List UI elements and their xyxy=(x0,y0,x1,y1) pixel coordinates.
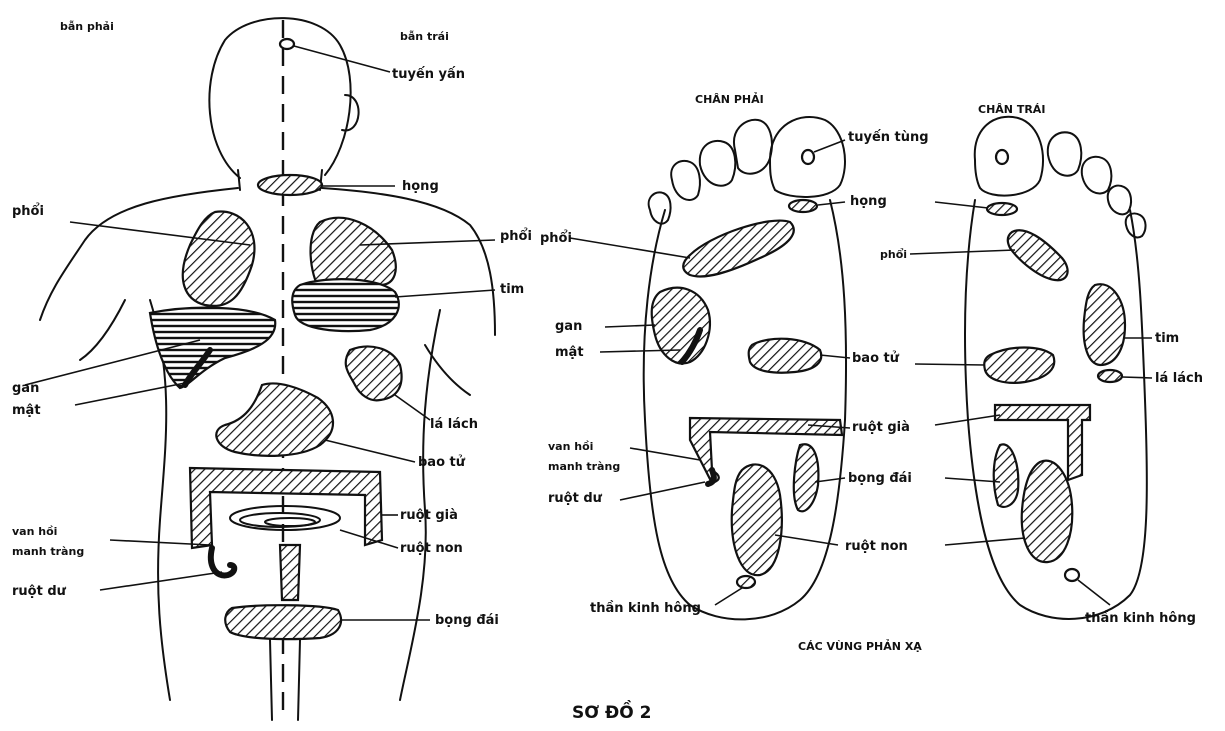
throat-region xyxy=(258,175,322,195)
label-ileocecal-1: van hồi xyxy=(12,525,57,538)
label-ileocecal-2: manh tràng xyxy=(12,545,84,558)
lung-leader-left xyxy=(910,250,1015,254)
label-feet-small-intestine: ruột non xyxy=(845,539,908,554)
stomach-leader xyxy=(325,440,415,462)
stomach-leader-left xyxy=(915,364,985,365)
label-feet-stomach: bao tử xyxy=(852,351,900,366)
right-lung-region xyxy=(683,221,794,277)
left-bladder-region xyxy=(994,444,1019,507)
label-liver: gan xyxy=(12,381,39,396)
left-spleen-region xyxy=(1098,370,1122,382)
label-feet-lung-left: phổi xyxy=(880,248,907,261)
label-side-left: bẫn trái xyxy=(400,30,449,43)
label-feet-liver: gan xyxy=(555,319,582,334)
heart-region xyxy=(292,279,399,331)
appendix-mark xyxy=(211,548,234,575)
ileocecal-leader-feet xyxy=(630,448,700,460)
label-gallbladder: mật xyxy=(12,403,41,418)
label-bladder: bọng đái xyxy=(435,613,499,628)
lung-leader-right xyxy=(570,238,690,258)
label-appendix: ruột dư xyxy=(12,584,67,599)
label-feet-bladder: bọng đái xyxy=(848,471,912,486)
figure-title: SƠ ĐỒ 2 xyxy=(572,699,651,723)
sciatic-leader-right xyxy=(715,588,742,605)
arm-left-inner xyxy=(80,300,125,360)
label-feet-throat: họng xyxy=(850,194,887,209)
sciatic-leader-left xyxy=(1078,580,1110,605)
body-figure: bẫn phải bẫn trái tuyến yấn họng phổi ph… xyxy=(12,18,532,720)
label-feet-ileocecal-2: manh tràng xyxy=(548,460,620,473)
small-intestine-coils xyxy=(230,506,340,530)
left-foot-toes xyxy=(975,117,1146,238)
legs-outline xyxy=(270,640,300,720)
right-throat-region xyxy=(789,200,817,212)
label-feet-caption: CÁC VÙNG PHẢN XẠ xyxy=(798,639,922,653)
label-feet-large-intestine: ruột già xyxy=(852,420,910,435)
lung-left-region xyxy=(183,212,255,306)
label-feet-sciatic-right: thần kinh hông xyxy=(590,601,701,616)
gallbladder-leader xyxy=(75,382,190,405)
stomach-region xyxy=(216,383,333,455)
label-feet-gallbladder: mật xyxy=(555,345,584,360)
bladder-region xyxy=(225,605,341,639)
right-liver-region xyxy=(652,288,710,364)
label-feet-pineal: tuyến tùng xyxy=(848,130,929,145)
label-side-right: bẫn phải xyxy=(60,20,114,33)
feet-figure: CHÂN PHẢI CHÂN TRÁI tuyến tùng họng phổi… xyxy=(540,92,1203,653)
left-heart-region xyxy=(1084,284,1125,365)
label-large-intestine: ruột già xyxy=(400,508,458,523)
label-feet-spleen: lá lách xyxy=(1155,371,1203,386)
label-spleen: lá lách xyxy=(430,417,478,432)
pineal-dot xyxy=(280,39,294,49)
bladder-leader-left xyxy=(945,478,1000,482)
label-feet-sciatic-left: thần kinh hông xyxy=(1085,611,1196,626)
torso-right xyxy=(400,310,440,700)
appendix-leader-feet xyxy=(620,482,705,500)
right-pineal-dot xyxy=(802,150,814,164)
label-throat: họng xyxy=(402,179,439,194)
label-heart: tim xyxy=(500,282,524,297)
label-pineal: tuyến yấn xyxy=(392,67,465,82)
label-left-foot-title: CHÂN TRÁI xyxy=(978,103,1045,116)
spleen-region xyxy=(346,346,402,400)
right-small-intestine-region xyxy=(732,464,782,575)
label-lung-left: phổi xyxy=(12,203,44,219)
label-small-intestine: ruột non xyxy=(400,541,463,556)
label-lung-right: phổi xyxy=(500,228,532,244)
label-right-foot-title: CHÂN PHẢI xyxy=(695,92,764,106)
small-intestine-leader-right xyxy=(775,535,838,545)
liver-leader-feet xyxy=(605,325,655,327)
right-bladder-region xyxy=(794,444,819,511)
label-feet-ileocecal-1: van hồi xyxy=(548,440,593,453)
pineal-leader-feet xyxy=(814,140,845,152)
heart-leader xyxy=(395,290,495,297)
label-stomach: bao tử xyxy=(418,455,466,470)
appendix-leader xyxy=(100,572,222,590)
left-stomach-region xyxy=(984,348,1054,383)
left-throat-region xyxy=(987,203,1017,215)
left-pineal-dot xyxy=(996,150,1008,164)
right-stomach-region xyxy=(749,339,822,373)
label-feet-appendix: ruột dư xyxy=(548,491,603,506)
left-lung-region xyxy=(1008,230,1068,280)
throat-leader-left xyxy=(935,202,988,208)
small-intestine-leader-left xyxy=(945,538,1025,545)
label-feet-heart: tim xyxy=(1155,331,1179,346)
left-small-intestine-region xyxy=(1022,461,1073,563)
spleen-leader-feet xyxy=(1122,377,1152,378)
left-sciatic-dot xyxy=(1065,569,1079,581)
label-feet-lung-right: phổi xyxy=(540,230,572,246)
right-sciatic-dot xyxy=(737,576,755,588)
